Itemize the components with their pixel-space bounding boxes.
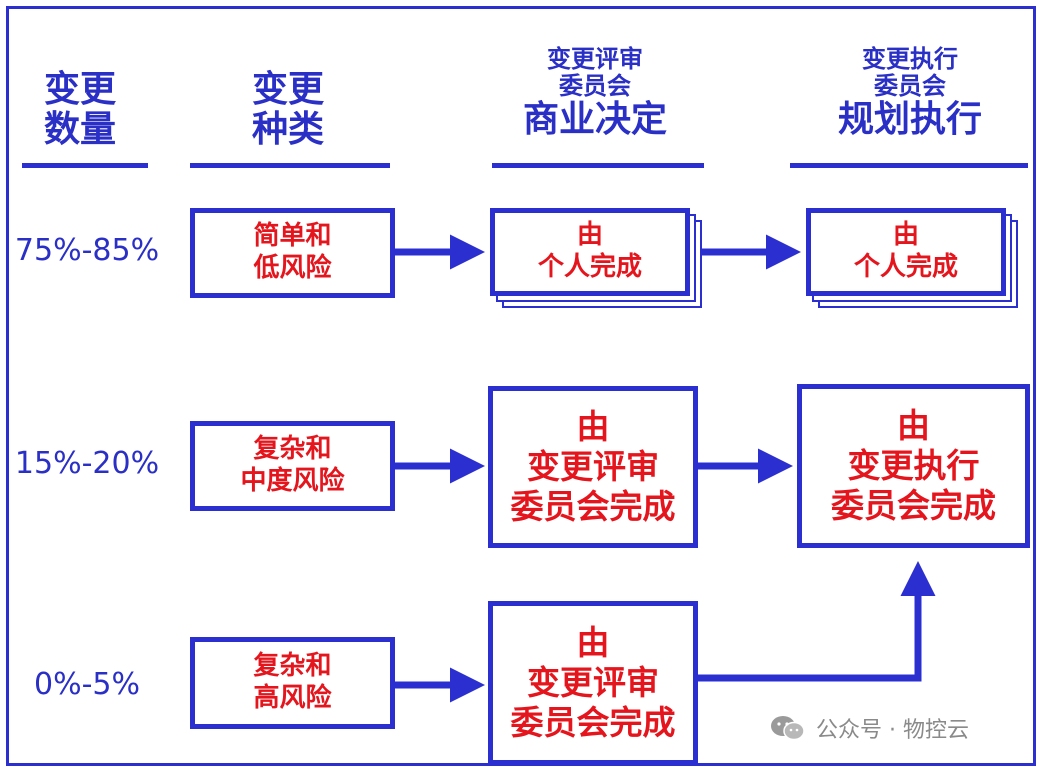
type-line1: 复杂和 xyxy=(253,651,332,682)
header-count-line1: 变更 xyxy=(43,69,116,110)
watermark: 公众号 · 物控云 xyxy=(770,712,969,744)
review-line3: 委员会完成 xyxy=(510,487,676,527)
percent-row2: 15%-20% xyxy=(14,446,160,481)
exec-line1: 由 xyxy=(897,405,930,445)
header-type-line1: 变更 xyxy=(251,69,324,110)
type-line1: 简单和 xyxy=(253,221,332,252)
watermark-text: 公众号 · 物控云 xyxy=(816,718,969,743)
type-line2: 高风险 xyxy=(253,683,332,713)
type-line2: 中度风险 xyxy=(240,466,345,496)
type-box-simple-low-risk: 简单和 低风险 xyxy=(190,208,395,298)
exec-line2: 个人完成 xyxy=(853,252,958,282)
type-line2: 低风险 xyxy=(253,253,332,283)
header-type-line2: 种类 xyxy=(251,109,324,151)
header-exec-board: 变更执行 委员会 规划执行 xyxy=(805,46,1015,140)
review-line2: 变更评审 xyxy=(527,446,659,486)
header-underline-type xyxy=(190,163,390,168)
review-box-review-board: 由 变更评审 委员会完成 xyxy=(488,386,698,548)
review-box-individual: 由 个人完成 xyxy=(490,208,690,296)
review-line1: 由 xyxy=(576,406,610,446)
header-underline-review xyxy=(492,163,704,168)
header-change-count: 变更 数量 xyxy=(20,69,140,151)
exec-line3: 委员会完成 xyxy=(831,486,996,526)
exec-box-individual: 由 个人完成 xyxy=(806,208,1006,296)
exec-line1: 由 xyxy=(892,220,919,251)
review-line1: 由 xyxy=(576,622,610,662)
header-underline-exec xyxy=(790,163,1028,168)
header-review-line2: 委员会 xyxy=(559,71,631,100)
exec-box-exec-board: 由 变更执行 委员会完成 xyxy=(797,384,1030,548)
exec-line2: 变更执行 xyxy=(847,445,980,485)
header-exec-plan: 规划执行 xyxy=(837,98,982,140)
header-review-board: 变更评审 委员会 商业决定 xyxy=(495,46,695,140)
arrow-row3-review-to-exec xyxy=(695,561,936,682)
header-review-decision: 商业决定 xyxy=(522,98,667,140)
type-box-complex-medium-risk: 复杂和 中度风险 xyxy=(190,421,395,511)
header-underline-count xyxy=(22,163,148,168)
header-change-type: 变更 种类 xyxy=(228,69,348,151)
review-line1: 由 xyxy=(576,220,603,251)
percent-row1: 75%-85% xyxy=(14,233,160,268)
review-box-review-board-high: 由 变更评审 委员会完成 xyxy=(488,601,698,765)
wechat-icon xyxy=(771,716,805,741)
percent-row3: 0%-5% xyxy=(33,667,140,702)
header-count-line2: 数量 xyxy=(43,109,116,151)
header-review-line1: 变更评审 xyxy=(547,45,643,73)
type-line1: 复杂和 xyxy=(253,434,332,465)
review-line3: 委员会完成 xyxy=(510,703,676,743)
review-line2: 变更评审 xyxy=(527,662,659,702)
header-exec-line2: 委员会 xyxy=(874,71,946,100)
review-line2: 个人完成 xyxy=(537,252,642,282)
header-exec-line1: 变更执行 xyxy=(862,45,958,73)
type-box-complex-high-risk: 复杂和 高风险 xyxy=(190,637,395,729)
